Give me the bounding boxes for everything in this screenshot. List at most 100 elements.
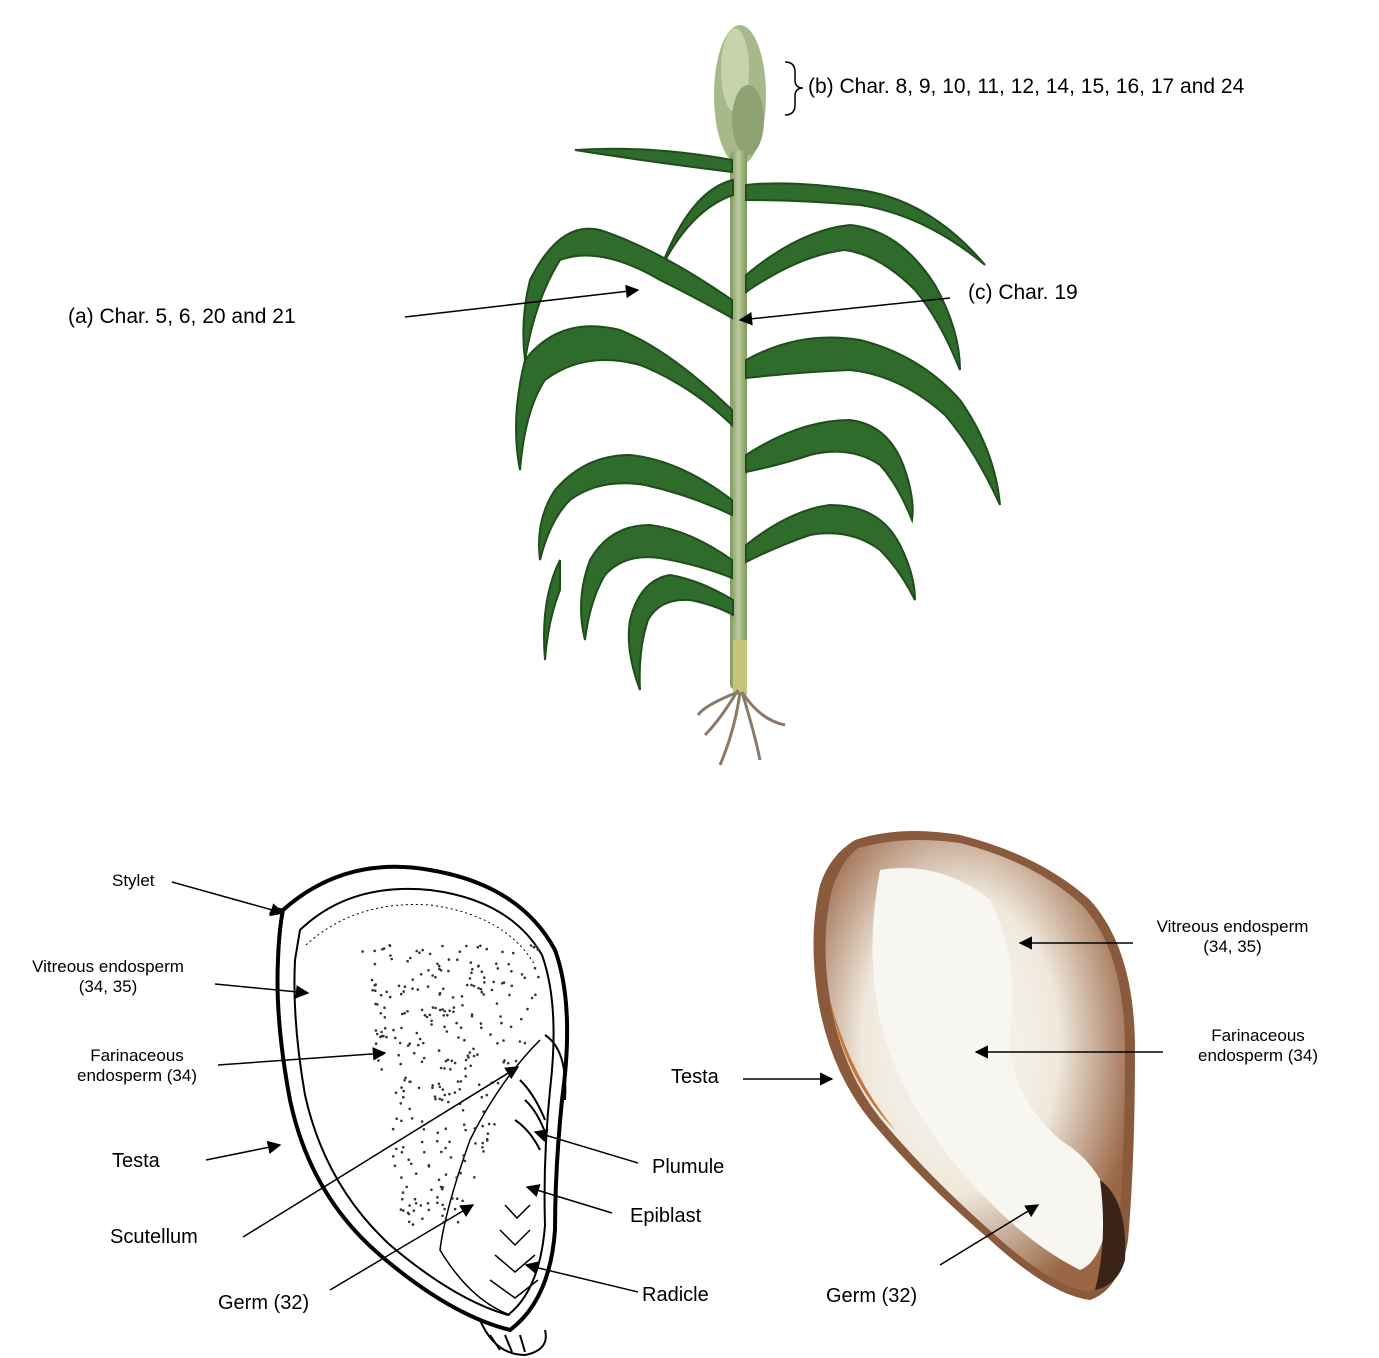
stipple-dot	[444, 1094, 447, 1097]
stipple-dot	[376, 1003, 379, 1006]
arrow-epiblast	[527, 1187, 612, 1213]
stipple-dot	[530, 944, 533, 947]
stipple-dot	[392, 1029, 395, 1032]
stipple-dot	[510, 970, 513, 973]
arrow-scutellum	[243, 1067, 518, 1237]
stipple-dot	[447, 970, 450, 973]
label-scutellum: Scutellum	[110, 1226, 198, 1249]
label-radicle: Radicle	[642, 1284, 709, 1307]
stipple-dot	[469, 1051, 472, 1054]
stipple-dot	[441, 1099, 444, 1102]
stipple-dot	[462, 1206, 465, 1209]
stipple-dot	[376, 1033, 379, 1036]
stipple-dot	[423, 1057, 426, 1060]
label-farinaceous-left-line1: Farinaceous	[62, 1046, 212, 1066]
stipple-dot	[446, 1030, 449, 1033]
stipple-dot	[380, 1031, 383, 1034]
stipple-dot	[420, 1204, 423, 1207]
stipple-dot	[398, 985, 401, 988]
stipple-dot	[389, 945, 392, 948]
stipple-dot	[421, 949, 424, 952]
stipple-dot	[483, 981, 486, 984]
stipple-dot	[408, 1081, 411, 1084]
stipple-dot	[401, 1198, 404, 1201]
stipple-dot	[465, 1059, 468, 1062]
stipple-dot	[456, 958, 459, 961]
stipple-dot	[408, 1213, 411, 1216]
stipple-dot	[429, 953, 432, 956]
arrow-stylet	[172, 882, 283, 913]
stipple-dot	[470, 961, 473, 964]
stipple-dot	[486, 948, 489, 951]
stipple-dot	[415, 1172, 418, 1175]
label-farinaceous-left: Farinaceous endosperm (34)	[62, 1046, 212, 1085]
stipple-dot	[448, 958, 451, 961]
stipple-dot	[442, 1088, 445, 1091]
stipple-dot	[491, 989, 494, 992]
label-plumule: Plumule	[652, 1156, 724, 1179]
stipple-dot	[422, 1042, 425, 1045]
stipple-dot	[427, 1202, 430, 1205]
stipple-dot	[442, 988, 445, 991]
stipple-dot	[438, 993, 441, 996]
stipple-dot	[385, 1036, 388, 1039]
stipple-dot	[502, 1039, 505, 1042]
stipple-dot	[438, 965, 441, 968]
label-germ-left: Germ (32)	[218, 1292, 309, 1315]
stipple-dot	[439, 1098, 442, 1101]
stipple-dot	[470, 972, 473, 975]
stipple-dot	[443, 1067, 446, 1070]
stipple-dot	[464, 1075, 467, 1078]
stipple-dot	[395, 1148, 398, 1151]
stipple-dot	[521, 973, 524, 976]
stipple-dot	[419, 1038, 422, 1041]
stipple-dot	[456, 1197, 459, 1200]
stipple-dot	[380, 1012, 383, 1015]
arrow-plumule	[535, 1132, 638, 1163]
stipple-dot	[459, 1088, 462, 1091]
stipple-dot	[421, 1141, 424, 1144]
farinaceous-stipple	[361, 944, 539, 1226]
stipple-dot	[402, 1096, 405, 1099]
stipple-dot	[454, 1062, 457, 1065]
stipple-dot	[473, 1127, 476, 1130]
stipple-dot	[426, 1016, 429, 1019]
label-a-leaf: (a) Char. 5, 6, 20 and 21	[68, 305, 296, 329]
stipple-dot	[405, 1186, 408, 1189]
stipple-dot	[474, 1142, 477, 1145]
label-vitreous-right-line1: Vitreous endosperm	[1130, 917, 1335, 937]
stipple-dot	[373, 984, 376, 987]
stipple-dot	[403, 1012, 406, 1015]
stipple-dot	[478, 1083, 481, 1086]
stipple-dot	[380, 1068, 383, 1071]
stipple-dot	[432, 1006, 435, 1009]
stipple-dot	[487, 1132, 490, 1135]
arrow-c	[740, 298, 950, 320]
label-vitreous-right-line2: (34, 35)	[1130, 937, 1335, 957]
stipple-dot	[507, 1062, 510, 1065]
stipple-dot	[461, 1200, 464, 1203]
stipple-dot	[463, 1123, 466, 1126]
stipple-dot	[394, 1037, 397, 1040]
stipple-dot	[395, 1092, 398, 1095]
stipple-dot	[394, 1165, 397, 1168]
label-vitreous-left: Vitreous endosperm (34, 35)	[8, 957, 208, 996]
stipple-dot	[497, 1082, 500, 1085]
stipple-dot	[441, 1008, 444, 1011]
label-c-stem: (c) Char. 19	[968, 281, 1078, 305]
stipple-dot	[483, 976, 486, 979]
stipple-dot	[400, 1208, 403, 1211]
stipple-dot	[479, 945, 482, 948]
stipple-dot	[511, 985, 514, 988]
plant-roots	[698, 690, 785, 765]
stipple-dot	[447, 1101, 450, 1104]
stipple-dot	[415, 1202, 418, 1205]
stipple-dot	[434, 1007, 437, 1010]
stipple-dot	[392, 1128, 395, 1131]
stipple-dot	[464, 1160, 467, 1163]
stipple-dot	[442, 1186, 445, 1189]
stipple-dot	[418, 1087, 421, 1090]
stipple-dot	[443, 1208, 446, 1211]
stipple-dot	[423, 1151, 426, 1154]
stipple-dot	[389, 996, 392, 999]
